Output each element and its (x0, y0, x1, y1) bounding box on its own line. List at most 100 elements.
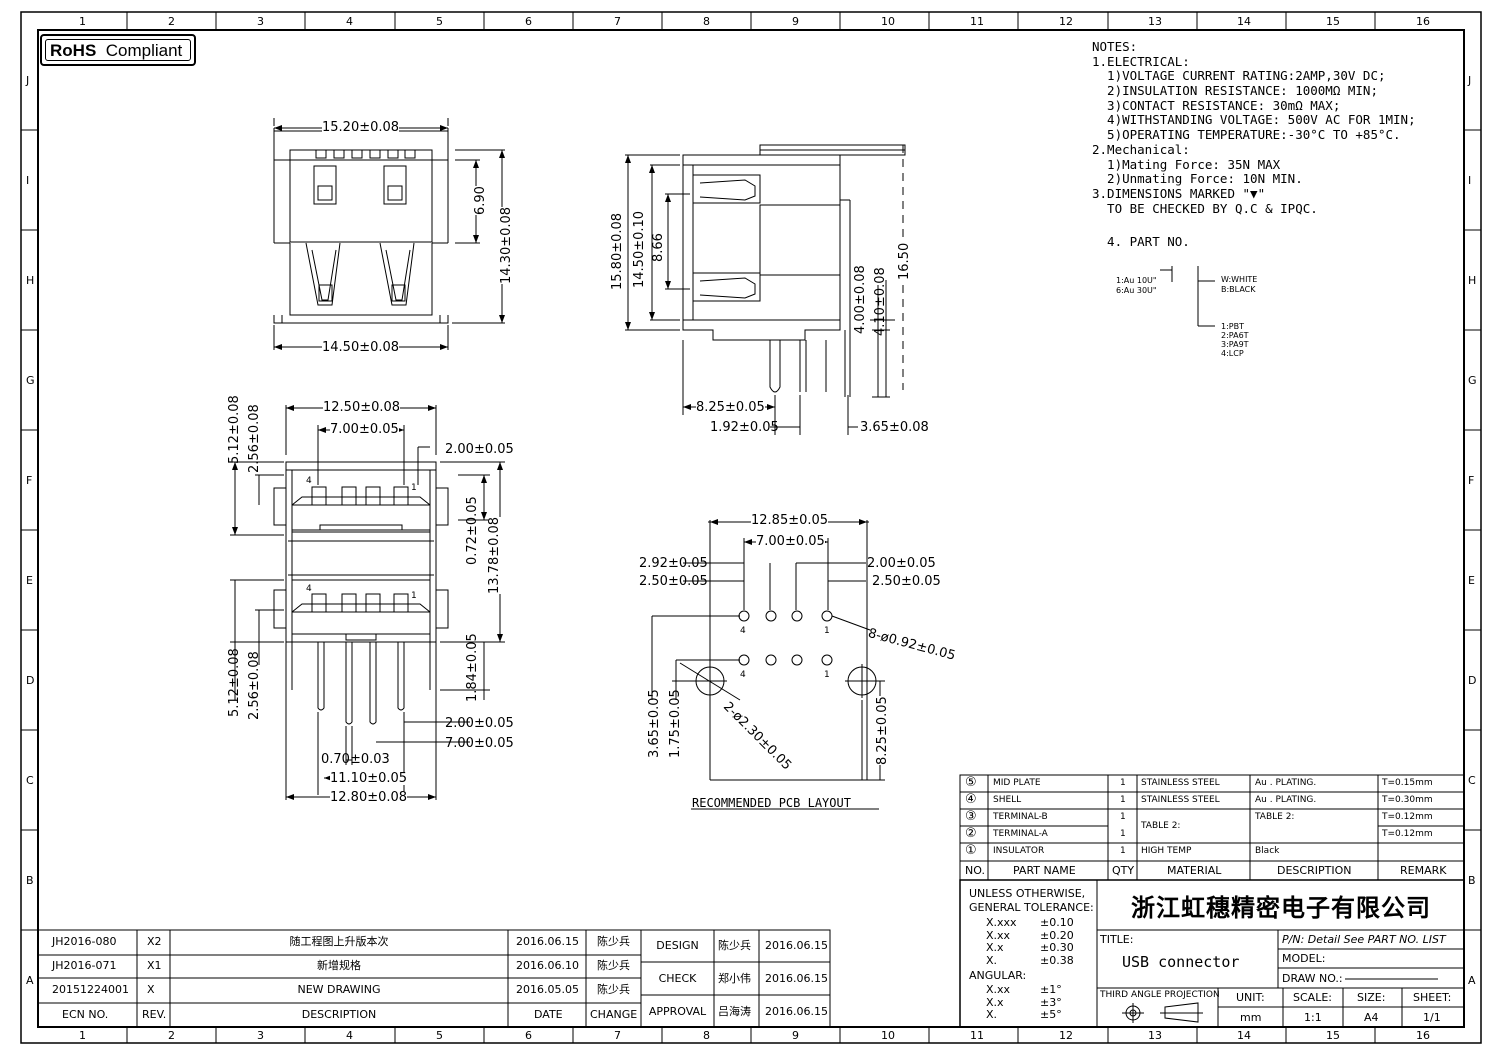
bom-remark: T=0.12mm (1382, 812, 1433, 822)
tolerance-key: X.xx (986, 928, 1011, 942)
dim-side-h2: 14.50±0.10 (632, 210, 647, 288)
zone-col-bottom: 9 (792, 1029, 799, 1042)
dim-front-w6: 0.70±0.03 (321, 752, 390, 767)
legend-mat-4: 4:LCP (1221, 349, 1244, 358)
dim-front-h4: 13.78±0.08 (487, 516, 502, 594)
bom-material: TABLE 2: (1141, 821, 1181, 831)
dim-front-h6: 2.56±0.08 (247, 651, 262, 720)
dim-side-h6: 4.10±0.08 (873, 267, 888, 336)
legend-mat-2: 2:PA6T (1221, 331, 1249, 340)
revision-description: 新增规格 (317, 959, 361, 972)
size-label: SIZE: (1357, 991, 1386, 1004)
zone-row-left: I (26, 174, 30, 187)
draw-no-label: DRAW NO.: (1282, 972, 1343, 985)
part-number: P/N: Detail See PART NO. LIST (1282, 933, 1446, 946)
dim-pcb-w2: 7.00±0.05 (756, 534, 825, 549)
revision-header-ecn: ECN NO. (62, 1008, 109, 1021)
legend-plating-1: 1:Au 10U" (1116, 276, 1157, 285)
zone-row-left: J (26, 74, 30, 87)
front-pin1-upper: 1 (411, 483, 417, 493)
bom-no: ① (965, 843, 977, 858)
bom-description: Au . PLATING. (1255, 795, 1317, 805)
sheet-value: 1/1 (1423, 1011, 1441, 1024)
note-line: 1)VOLTAGE CURRENT RATING:2AMP,30V DC; (1092, 68, 1386, 84)
bom-header-desc: DESCRIPTION (1277, 864, 1352, 877)
bom-qty: 1 (1120, 795, 1126, 805)
zone-col-bottom: 15 (1326, 1029, 1340, 1042)
zone-col-bottom: 11 (970, 1029, 984, 1042)
zone-row-left: C (26, 774, 34, 787)
dim-side-h4: 16.50 (897, 242, 912, 280)
zone-col-bottom: 10 (881, 1029, 895, 1042)
bom-part-name: INSULATOR (993, 846, 1045, 856)
dim-pcb-h3: 8.25±0.05 (875, 696, 890, 765)
dim-pcb-w4: 2.50±0.05 (639, 574, 708, 589)
zone-col-top: 3 (257, 15, 264, 28)
zone-row-left: B (26, 874, 34, 887)
zone-col-bottom: 1 (79, 1029, 86, 1042)
zone-col-top: 8 (703, 15, 710, 28)
dim-top-h1: 6.90 (473, 186, 488, 215)
bom-material: STAINLESS STEEL (1141, 795, 1220, 805)
unit-label: UNIT: (1236, 991, 1265, 1004)
drawing-title: USB connector (1122, 953, 1240, 971)
dim-front-h5: 5.12±0.08 (227, 648, 242, 717)
zone-col-top: 6 (525, 15, 532, 28)
revision-ecn: 20151224001 (52, 983, 129, 996)
revision-change: 陈少兵 (597, 959, 630, 972)
revision-date: 2016.06.15 (516, 935, 579, 948)
bom-remark: T=0.12mm (1382, 829, 1433, 839)
bom-header-name: PART NAME (1013, 864, 1076, 877)
pcb-layout-title: RECOMMENDED PCB LAYOUT (692, 796, 851, 810)
tolerance-value: ±0.38 (1040, 953, 1074, 967)
zone-col-bottom: 7 (614, 1029, 621, 1042)
revision-description: NEW DRAWING (297, 983, 381, 996)
zone-row-left: H (26, 274, 35, 287)
zone-col-top: 15 (1326, 15, 1340, 28)
dim-top-h2: 14.30±0.08 (499, 206, 514, 284)
signoff-role: APPROVAL (648, 1005, 707, 1018)
legend-color-1: W:WHITE (1221, 275, 1258, 284)
tolerance-key: X.xxx (986, 916, 1017, 929)
signoff-name: 吕海涛 (718, 1005, 751, 1018)
signoff-role: DESIGN (656, 939, 699, 952)
zone-col-top: 2 (168, 15, 175, 28)
dim-pcb-w6: 2.50±0.05 (872, 574, 941, 589)
zone-row-right: J (1468, 74, 1472, 87)
revision-rev: X (147, 983, 155, 996)
note-line: TO BE CHECKED BY Q.C & IPQC. (1092, 200, 1318, 216)
zone-col-top: 13 (1148, 15, 1162, 28)
zone-col-top: 4 (346, 15, 353, 28)
rohs-label: RoHS (50, 41, 97, 60)
revision-ecn: JH2016-071 (52, 959, 117, 972)
signoff-date: 2016.06.15 (765, 1005, 828, 1018)
front-pin1-lower: 1 (411, 591, 417, 601)
pcb-pin4-lower: 4 (740, 670, 746, 680)
zone-col-top: 16 (1416, 15, 1430, 28)
revision-header-change: CHANGE (590, 1008, 638, 1021)
note-line: NOTES: (1092, 39, 1138, 54)
compliant-label: Compliant (105, 41, 183, 60)
zone-col-top: 11 (970, 15, 984, 28)
dim-front-w5: 7.00±0.05 (445, 736, 514, 751)
dim-top-bottom-width: 14.50±0.08 (322, 340, 400, 355)
dim-pcb-w3: 2.92±0.05 (639, 556, 708, 571)
bom-qty: 1 (1120, 829, 1126, 839)
signoff-date: 2016.06.15 (765, 939, 828, 952)
dim-pcb-h2: 1.75±0.05 (668, 689, 683, 758)
revision-change: 陈少兵 (597, 983, 630, 996)
bom-description: Black (1255, 846, 1280, 856)
notes-block: NOTES:1.ELECTRICAL: 1)VOLTAGE CURRENT RA… (1092, 39, 1416, 250)
rohs-badge: RoHS Compliant (40, 34, 196, 66)
revision-rev: X1 (147, 959, 162, 972)
tolerance-key: X. (986, 953, 998, 967)
dim-front-w1: 12.50±0.08 (323, 400, 401, 415)
front-pin4-lower: 4 (306, 584, 312, 594)
note-line: 1)Mating Force: 35N MAX (1092, 156, 1281, 172)
zone-col-bottom: 16 (1416, 1029, 1430, 1042)
dim-side-w1: 8.25±0.05 (696, 400, 765, 415)
zone-col-bottom: 6 (525, 1029, 532, 1042)
signoff-name: 郑小伟 (718, 972, 751, 985)
